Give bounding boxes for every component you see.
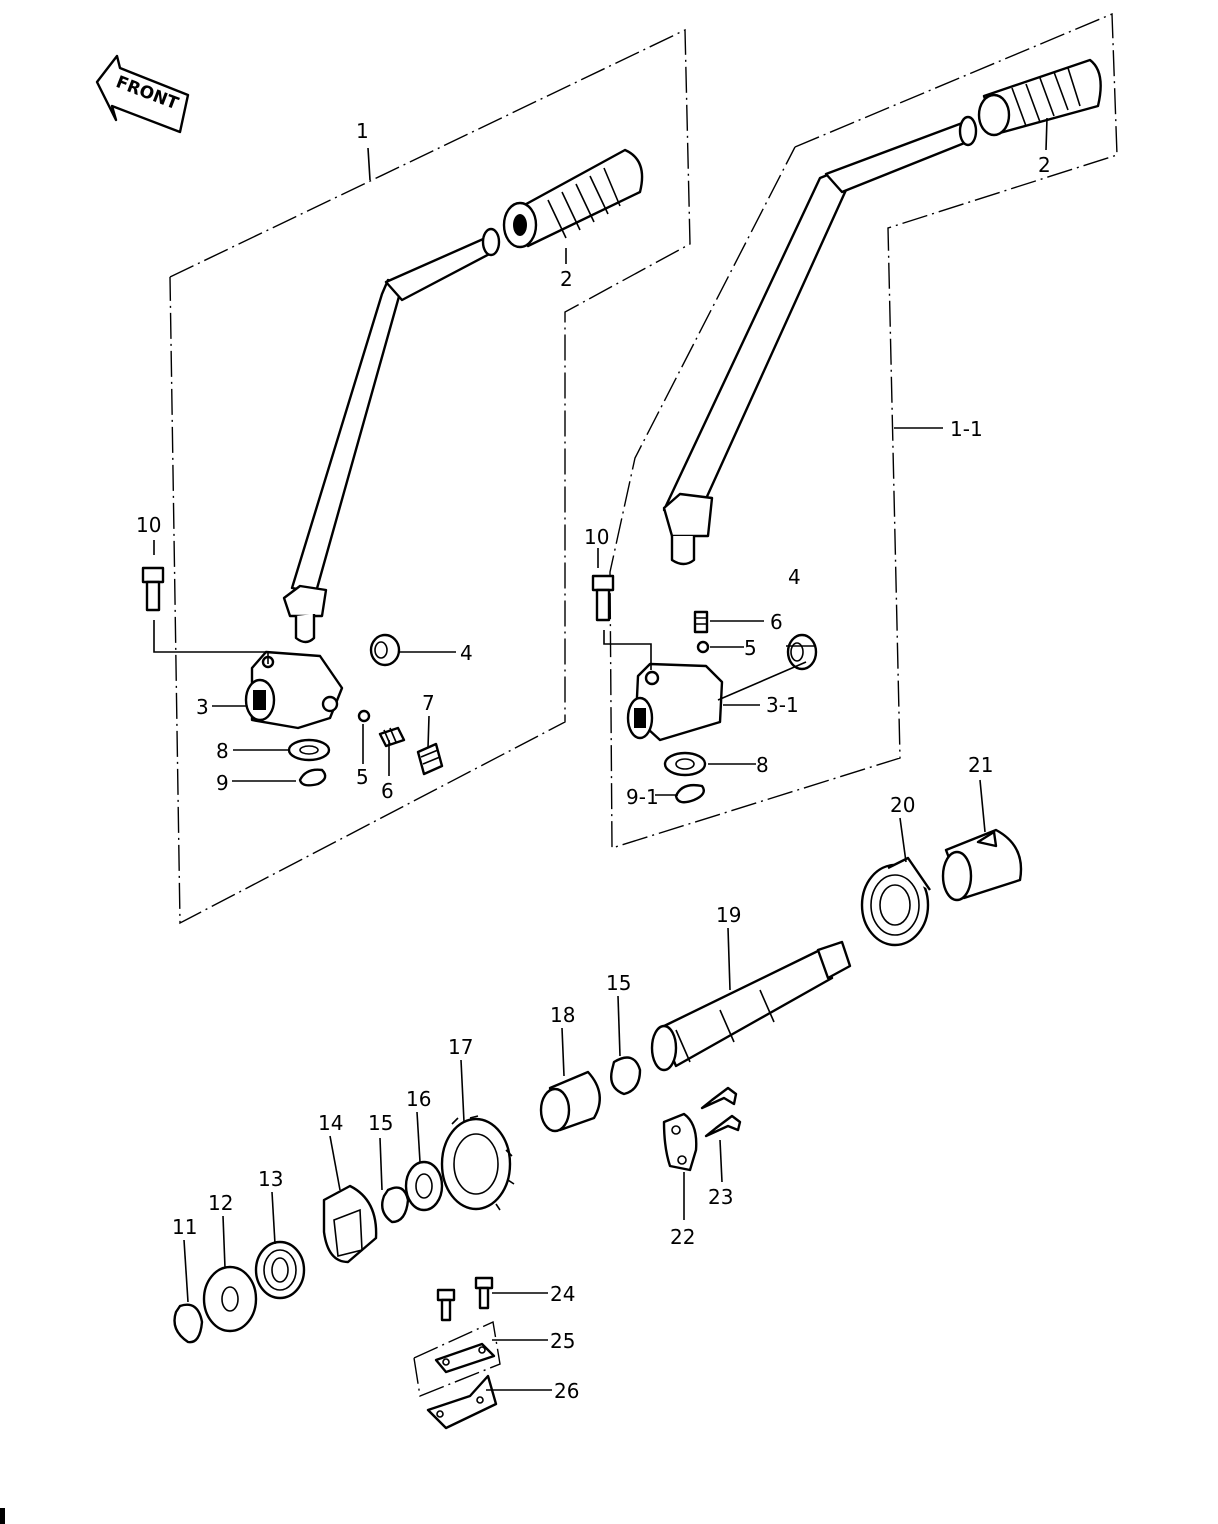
circlip-9-1 bbox=[674, 783, 705, 804]
callout-20: 20 bbox=[890, 793, 915, 817]
group-boundary-25 bbox=[413, 1320, 501, 1397]
callout-10b: 10 bbox=[584, 525, 609, 549]
callout-3: 3 bbox=[196, 695, 209, 719]
cap-4a bbox=[369, 633, 401, 667]
bolt-10a bbox=[141, 566, 165, 612]
callout-6b: 6 bbox=[770, 610, 783, 634]
ball-5a bbox=[357, 709, 371, 723]
circlip-9 bbox=[298, 768, 327, 787]
front-arrow-icon: FRONT bbox=[95, 54, 190, 134]
group-boundary-1 bbox=[169, 28, 691, 925]
callout-15a: 15 bbox=[606, 971, 631, 995]
ratchet-14 bbox=[322, 1184, 378, 1264]
callout-8b: 8 bbox=[756, 753, 769, 777]
callout-1: 1 bbox=[356, 119, 369, 143]
kick-lever-arm-1-1 bbox=[662, 115, 978, 566]
callout-11: 11 bbox=[172, 1215, 197, 1239]
callout-16: 16 bbox=[406, 1087, 431, 1111]
callout-14: 14 bbox=[318, 1111, 343, 1135]
collar-18 bbox=[539, 1070, 601, 1133]
screws-23 bbox=[700, 1086, 742, 1138]
callout-3-1: 3-1 bbox=[766, 693, 799, 717]
set-screw-7 bbox=[416, 742, 444, 776]
callout-2a: 2 bbox=[560, 267, 573, 291]
callout-15b: 15 bbox=[368, 1111, 393, 1135]
bolt-10b bbox=[591, 574, 615, 622]
callout-26: 26 bbox=[554, 1379, 579, 1403]
callout-9: 9 bbox=[216, 771, 229, 795]
callout-10a: 10 bbox=[136, 513, 161, 537]
callout-19: 19 bbox=[716, 903, 741, 927]
kick-gear-17 bbox=[440, 1115, 515, 1211]
callout-6a: 6 bbox=[381, 779, 394, 803]
spring-6a bbox=[378, 726, 406, 748]
holder-12 bbox=[202, 1265, 258, 1333]
circlip-11 bbox=[173, 1303, 204, 1344]
circlip-15b bbox=[381, 1186, 410, 1224]
lever-grip-rubber-1-1 bbox=[977, 58, 1102, 137]
callout-12: 12 bbox=[208, 1191, 233, 1215]
kick-lever-arm bbox=[282, 227, 501, 644]
callout-8a: 8 bbox=[216, 739, 229, 763]
group-boundary-1-1 bbox=[609, 12, 1118, 849]
bracket-26 bbox=[426, 1374, 498, 1430]
washer-8b bbox=[663, 751, 707, 777]
callout-2b: 2 bbox=[1038, 153, 1051, 177]
lever-boss-3 bbox=[244, 650, 344, 730]
circlip-15a bbox=[610, 1056, 642, 1096]
torsion-spring-20 bbox=[860, 856, 931, 947]
callout-labels: 1 2 2 1-1 10 10 4 4 3 3-1 8 8 9 9-1 5 5 … bbox=[136, 119, 1051, 1403]
plate-25 bbox=[434, 1342, 496, 1374]
callout-5b: 5 bbox=[744, 636, 757, 660]
lever-grip-rubber bbox=[502, 148, 644, 249]
callout-9-1: 9-1 bbox=[626, 785, 659, 809]
callout-22: 22 bbox=[670, 1225, 695, 1249]
ball-5b bbox=[696, 640, 710, 654]
callout-25: 25 bbox=[550, 1329, 575, 1353]
callout-17: 17 bbox=[448, 1035, 473, 1059]
plate-22 bbox=[662, 1112, 698, 1172]
cap-4b bbox=[786, 633, 818, 671]
kick-shaft-19 bbox=[650, 940, 852, 1072]
lever-boss-3-1 bbox=[626, 662, 724, 742]
spring-6b bbox=[693, 610, 709, 634]
callout-21: 21 bbox=[968, 753, 993, 777]
spring-13 bbox=[254, 1240, 306, 1300]
washer-8a bbox=[287, 738, 331, 762]
callout-7: 7 bbox=[422, 691, 435, 715]
callout-4a: 4 bbox=[460, 641, 473, 665]
guide-21 bbox=[941, 828, 1023, 902]
leader-lines bbox=[153, 117, 1048, 1391]
callout-13: 13 bbox=[258, 1167, 283, 1191]
callout-24: 24 bbox=[550, 1282, 575, 1306]
callout-18: 18 bbox=[550, 1003, 575, 1027]
washer-16 bbox=[404, 1160, 444, 1212]
bolts-24 bbox=[436, 1276, 494, 1322]
callout-23: 23 bbox=[708, 1185, 733, 1209]
callout-1-1: 1-1 bbox=[950, 417, 983, 441]
edge-mark bbox=[0, 1508, 5, 1524]
callout-5a: 5 bbox=[356, 765, 369, 789]
callout-4b: 4 bbox=[788, 565, 801, 589]
